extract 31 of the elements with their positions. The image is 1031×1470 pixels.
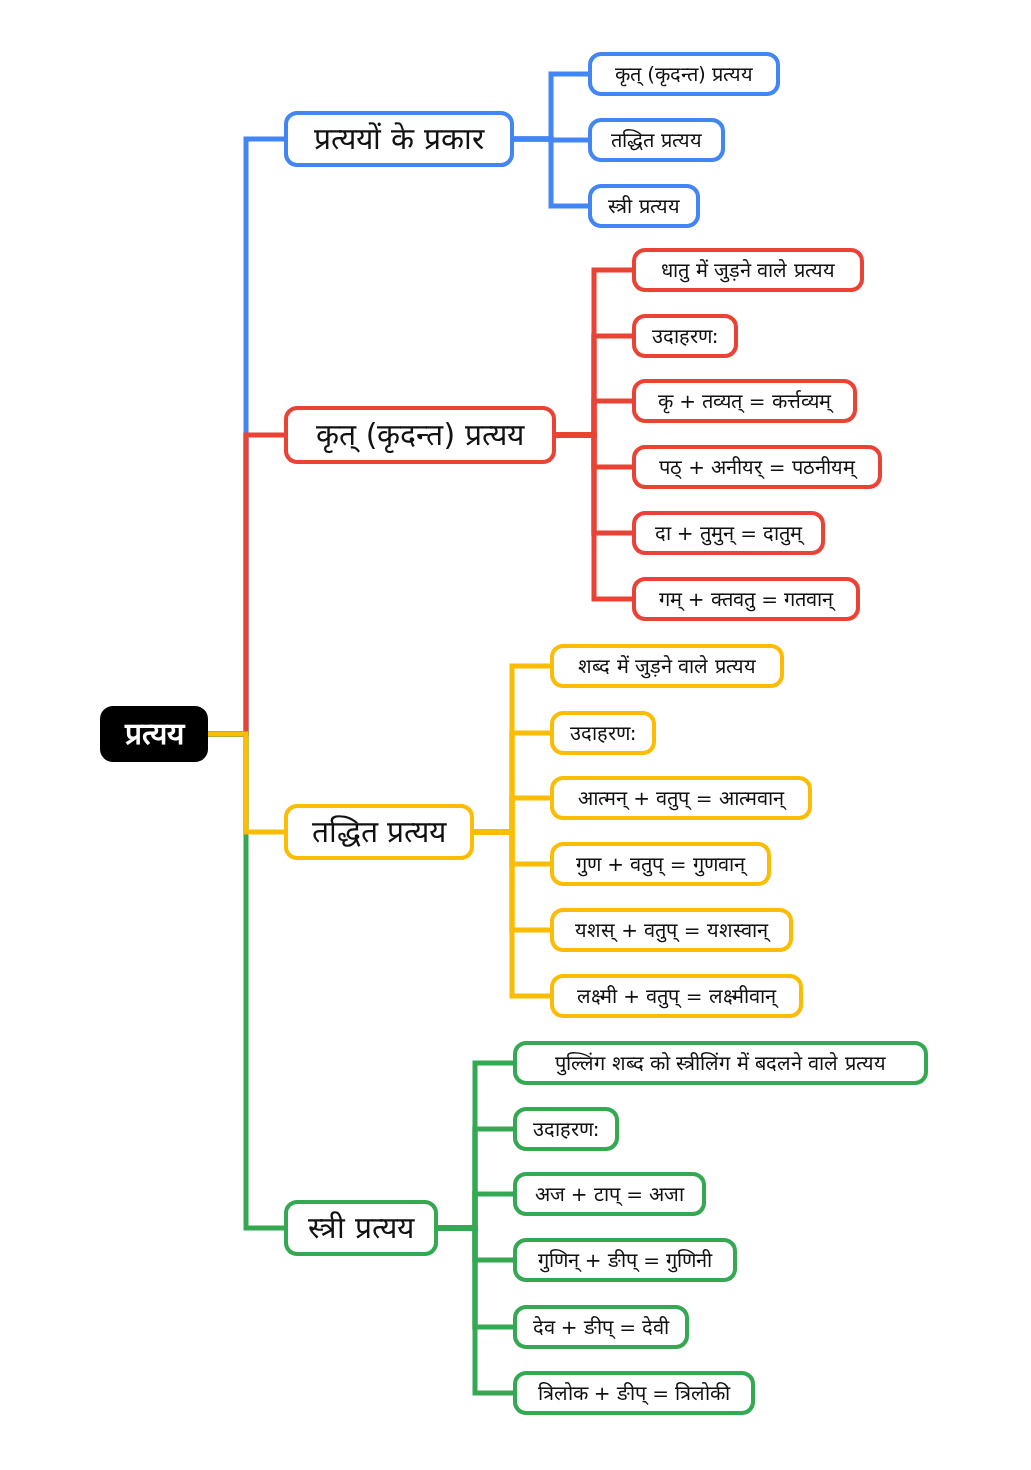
text-box: दा + तुमुन् = दातुम् <box>632 511 825 555</box>
root-box: प्रत्यय <box>100 706 208 762</box>
text-box: लक्ष्मी + वतुप् = लक्ष्मीवान् <box>550 974 803 1018</box>
text-box: गम् + क्तवतु = गतवान् <box>632 577 860 621</box>
connector-line <box>438 1225 513 1396</box>
text-box: धातु में जुड़ने वाले प्रत्यय <box>632 248 864 292</box>
text-box: उदाहरण: <box>550 711 656 755</box>
text-box: पठ् + अनीयर् = पठनीयम् <box>632 445 882 489</box>
text-box: अज + टाप् = अजा <box>513 1172 706 1216</box>
category-box: प्रत्ययों के प्रकार <box>284 111 514 167</box>
category-box: स्त्री प्रत्यय <box>284 1200 438 1256</box>
text-box: कृ + तव्यत् = कर्त्तव्यम् <box>632 379 857 423</box>
connector-line <box>474 829 550 999</box>
text-box: शब्द में जुड़ने वाले प्रत्यय <box>550 644 784 688</box>
connector-line <box>514 136 588 209</box>
category-box: तद्धित प्रत्यय <box>284 804 474 860</box>
category-box: कृत् (कृदन्त) प्रत्यय <box>284 406 556 464</box>
text-box: पुल्लिंग शब्द को स्त्रीलिंग में बदलने वाले प्रत्यय <box>513 1041 928 1085</box>
text-box: स्त्री प्रत्यय <box>588 184 700 228</box>
connector-line <box>556 432 632 602</box>
connector-line <box>208 731 284 835</box>
text-box: देव + ङीप् = देवी <box>513 1305 689 1349</box>
text-box: त्रिलोक + ङीप् = त्रिलोकी <box>513 1371 755 1415</box>
text-box: यशस् + वतुप् = यशस्वान् <box>550 908 793 952</box>
text-box: तद्धित प्रत्यय <box>588 118 725 162</box>
text-box: गुणिन् + ङीप् = गुणिनी <box>513 1238 737 1282</box>
text-box: कृत् (कृदन्त) प्रत्यय <box>588 52 780 96</box>
text-box: उदाहरण: <box>632 314 738 358</box>
text-box: आत्मन् + वतुप् = आत्मवान् <box>550 776 812 820</box>
text-box: उदाहरण: <box>513 1107 619 1151</box>
text-box: गुण + वतुप् = गुणवान् <box>550 842 771 886</box>
